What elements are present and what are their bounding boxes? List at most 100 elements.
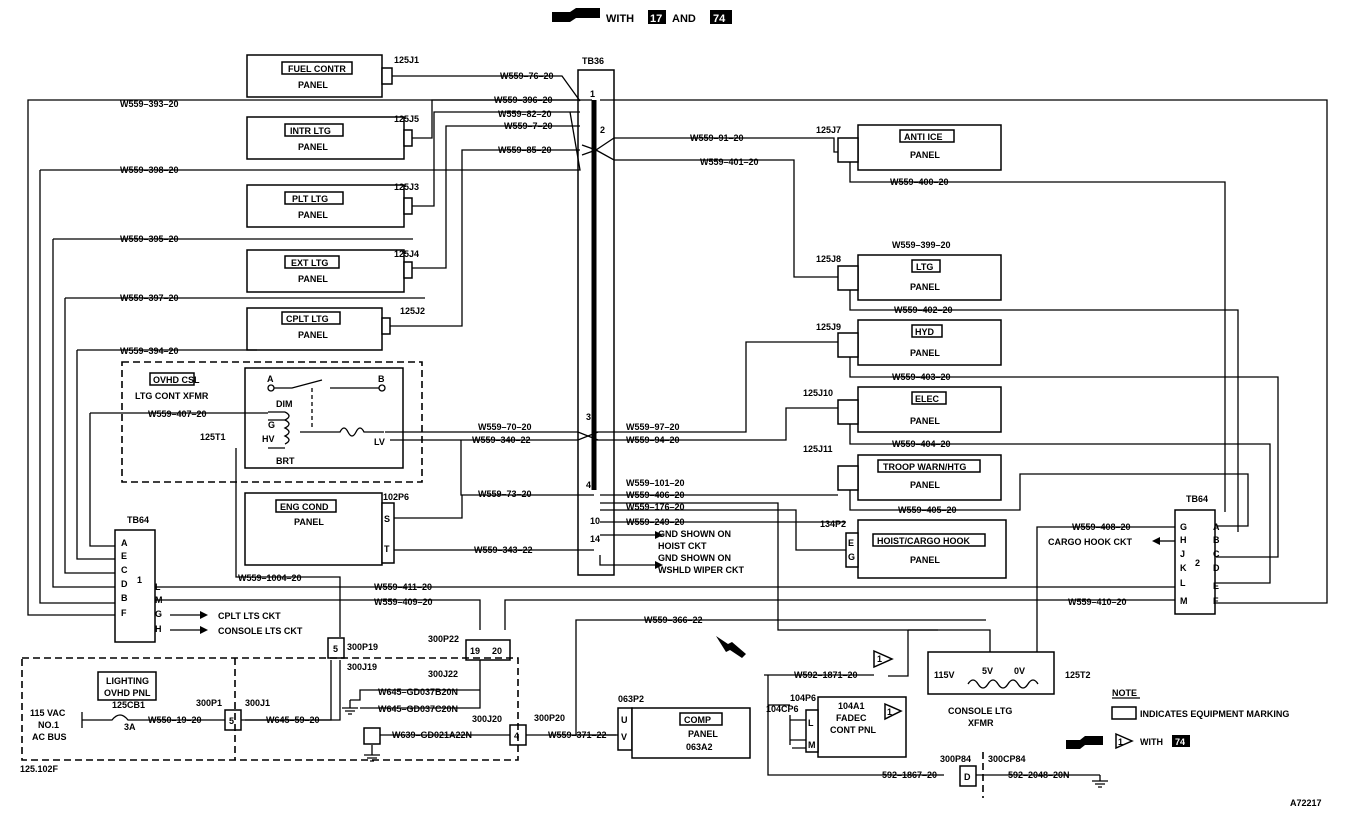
- fadec-l2: FADEC: [836, 713, 867, 723]
- wl-397: W559–397–20: [120, 293, 179, 303]
- conn-104cp6: 104CP6: [766, 704, 799, 714]
- conn-125j7: 125J7: [816, 125, 841, 135]
- panel-eng-cond: ENG COND PANEL S T 102P6: [244, 492, 409, 566]
- wire-w399: W559–399–20: [892, 240, 951, 250]
- console-lts-ckt: CONSOLE LTS CKT: [218, 626, 303, 636]
- wl-91: W559–91–20: [690, 133, 744, 143]
- conn-300cp84: 300CP84: [988, 754, 1026, 764]
- wire-paths: [27, 75, 1328, 721]
- wl-176: W559–176–20: [626, 502, 685, 512]
- conn-125j10: 125J10: [803, 388, 833, 398]
- conn-125j9: 125J9: [816, 322, 841, 332]
- panel-eng-sub: PANEL: [294, 517, 324, 527]
- conn-300p84: 300P84: [940, 754, 971, 764]
- wl-408: W559–408–20: [1072, 522, 1131, 532]
- svg-text:2: 2: [600, 125, 605, 135]
- panel-elec: ELEC PANEL 125J10: [803, 386, 1002, 433]
- panel-ltg: LTG PANEL 125J8 W559–399–20: [816, 240, 1002, 301]
- panel-hoist-sub: PANEL: [910, 555, 940, 565]
- cargo-hook-ckt: CARGO HOOK CKT: [1048, 537, 1132, 547]
- svg-text:1: 1: [590, 89, 595, 99]
- panel-intr-ltg: INTR LTG PANEL 125J5: [246, 114, 419, 160]
- lighting-vac2: NO.1: [38, 720, 59, 730]
- svg-text:H: H: [1180, 535, 1187, 545]
- xfmr-lv: LV: [374, 437, 385, 447]
- lighting-cb: 125CB1: [112, 700, 145, 710]
- conn-125j3: 125J3: [394, 182, 419, 192]
- xfmr-b: B: [378, 374, 385, 384]
- ground-symbols: [342, 660, 1108, 788]
- cxfmr-l2: XFMR: [968, 718, 994, 728]
- cxfmr-ref: 125T2: [1065, 670, 1091, 680]
- panel-hoist-name: HOIST/CARGO HOOK: [877, 536, 971, 546]
- panel-hyd: HYD PANEL 125J9: [816, 319, 1002, 366]
- svg-text:1: 1: [137, 575, 142, 585]
- svg-text:J: J: [1180, 549, 1185, 559]
- wl-94: W559–94–20: [626, 435, 680, 445]
- wl-410: W559–410–20: [1068, 597, 1127, 607]
- cplt-lts-ckt: CPLT LTS CKT: [218, 611, 281, 621]
- wl-73: W559–73–20: [478, 489, 532, 499]
- panel-fuel-name: FUEL CONTR: [288, 64, 346, 74]
- panel-ext-ltg: EXT LTG PANEL 125J4: [246, 249, 419, 293]
- panel-eng-name: ENG COND: [280, 502, 329, 512]
- cxfmr-5v: 5V: [982, 666, 993, 676]
- wl-550: W550–19–20: [148, 715, 202, 725]
- panel-fadec: LM 104A1 FADEC CONT PNL 1 104P6 104CP6: [766, 675, 944, 776]
- fadec-l1: 104A1: [838, 701, 865, 711]
- panel-intr-sub: PANEL: [298, 142, 328, 152]
- wl-249: W559–249–20: [626, 517, 685, 527]
- conn-125j2: 125J2: [400, 306, 425, 316]
- lighting-amp: 3A: [124, 722, 136, 732]
- panel-ltg-sub: PANEL: [910, 282, 940, 292]
- header-and: AND: [672, 13, 696, 25]
- tb36: TB36 1 2 3 4 10 14: [577, 56, 615, 576]
- xfmr-hv: HV: [262, 434, 275, 444]
- svg-text:E: E: [1213, 581, 1219, 591]
- svg-text:L: L: [808, 718, 814, 728]
- wl-1004: W559–1004–20: [238, 573, 302, 583]
- lighting-title2: OVHD PNL: [104, 688, 151, 698]
- svg-text:V: V: [621, 732, 627, 742]
- note-marking: INDICATES EQUIPMENT MARKING: [1140, 709, 1289, 719]
- lighting-ovhd-pnl: LIGHTING OVHD PNL 115 VAC NO.1 AC BUS 12…: [20, 657, 519, 774]
- figure-id: A72217: [1290, 798, 1322, 808]
- wl-2048: 592–2048–20N: [1008, 770, 1070, 780]
- header-with: WITH: [606, 13, 634, 25]
- panel-troop-warn: TROOP WARN/HTG PANEL 125J11: [803, 444, 1002, 501]
- wl-70: W559–70–20: [478, 422, 532, 432]
- gnd-wshld1: GND SHOWN ON: [658, 553, 731, 563]
- svg-text:F: F: [121, 608, 127, 618]
- panel-hyd-name: HYD: [915, 327, 935, 337]
- conn-300j1: 300J1: [245, 698, 270, 708]
- lighting-ref: 125.102F: [20, 764, 59, 774]
- header-num-17: 17: [650, 13, 662, 25]
- svg-text:10: 10: [590, 516, 600, 526]
- conn-300p20: 300P20: [534, 713, 565, 723]
- wl-gd37b: W645–GD037B20N: [378, 687, 458, 697]
- svg-text:E: E: [121, 551, 127, 561]
- wl-343: W559–343–22: [474, 545, 533, 555]
- svg-text:20: 20: [492, 646, 502, 656]
- panel-cplt-ltg: CPLT LTG PANEL 125J2: [246, 306, 425, 351]
- wl-371: W559–371–22: [548, 730, 607, 740]
- svg-text:S: S: [384, 514, 390, 524]
- conn-104p6: 104P6: [790, 693, 816, 703]
- panel-ext-name: EXT LTG: [291, 258, 328, 268]
- svg-text:T: T: [384, 544, 390, 554]
- svg-text:4: 4: [514, 731, 519, 741]
- svg-text:1: 1: [1118, 737, 1123, 747]
- svg-text:C: C: [1213, 549, 1220, 559]
- wl-400: W559–400–20: [890, 177, 949, 187]
- pointing-hand-icon: [552, 8, 600, 22]
- panel-comp: 063P2 UV COMP PANEL 063A2: [575, 619, 986, 759]
- panel-intr-name: INTR LTG: [290, 126, 331, 136]
- svg-text:1: 1: [877, 654, 882, 664]
- svg-text:G: G: [155, 609, 162, 619]
- pointing-hand-icon: [1066, 736, 1103, 749]
- svg-text:U: U: [621, 715, 628, 725]
- svg-text:14: 14: [590, 534, 600, 544]
- conn-125j1: 125J1: [394, 55, 419, 65]
- panel-elec-name: ELEC: [915, 394, 940, 404]
